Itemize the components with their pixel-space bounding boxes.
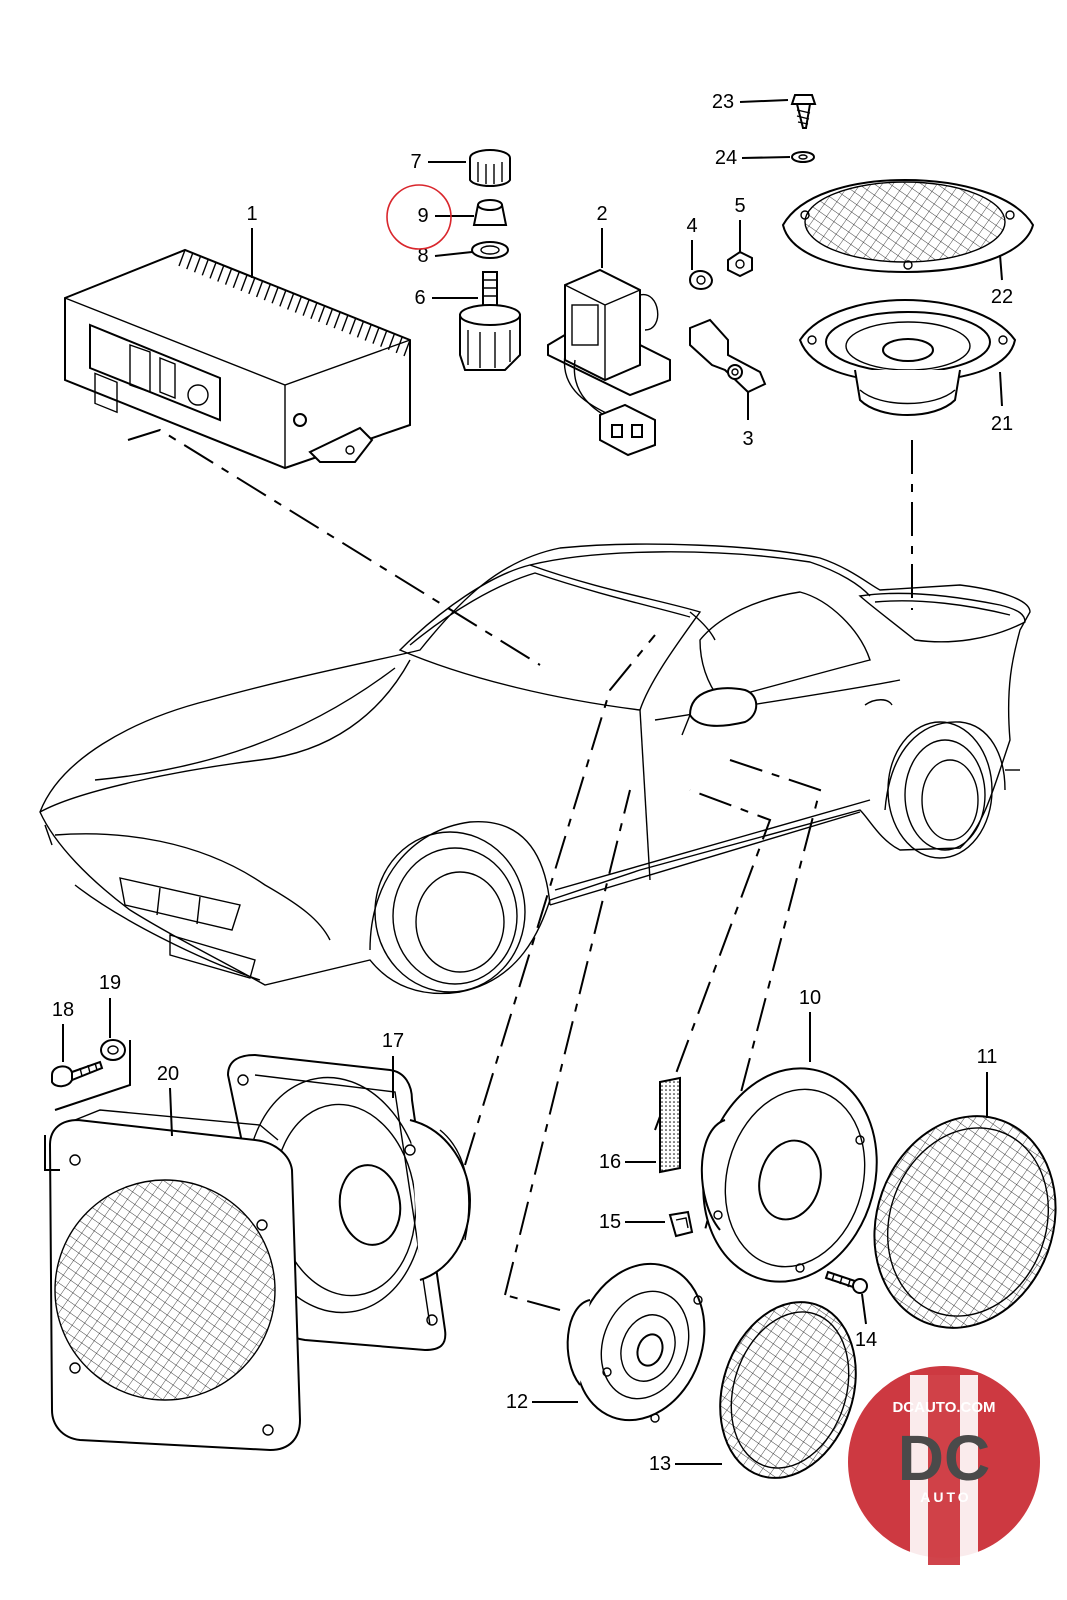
callout-label-13: 13: [649, 1453, 671, 1475]
callout-label-2: 2: [596, 203, 607, 225]
callout-label-14: 14: [855, 1329, 877, 1351]
callout-leader-22: [999, 254, 1003, 281]
amplifier-fin: [263, 283, 272, 301]
knob-cap: [469, 149, 511, 187]
callout-leader-24: [741, 156, 791, 159]
amplifier-fin: [209, 262, 217, 279]
amplifier-fin: [178, 249, 186, 267]
callout-label-21: 21: [991, 413, 1013, 435]
potentiometer: [459, 271, 521, 371]
callout-label-7: 7: [410, 151, 421, 173]
amplifier-fin: [341, 314, 349, 332]
callout-leader-14: [861, 1293, 867, 1325]
callout-label-1: 1: [246, 203, 257, 225]
dcauto-watermark: DCAUTO.COM DC AUTO: [841, 1359, 1047, 1565]
door-grille-large: [44, 1040, 302, 1452]
callout-label-6: 6: [414, 287, 425, 309]
hex-nut: [727, 250, 753, 278]
watermark-site: DCAUTO.COM: [892, 1399, 995, 1416]
amplifier-fin: [364, 324, 372, 341]
callout-label-10: 10: [799, 987, 821, 1009]
knob-ring: [471, 241, 509, 259]
callout-label-19: 19: [99, 972, 121, 994]
highlight-ring: [386, 184, 452, 250]
amplifier-unit: [64, 248, 411, 470]
transformer: [547, 268, 671, 457]
amplifier-fin: [240, 274, 248, 292]
callout-leader-20: [169, 1087, 173, 1137]
amplifier-fin: [403, 339, 411, 357]
rear-washer: [791, 151, 815, 163]
amplifier-fin: [186, 252, 194, 270]
callout-label-8: 8: [417, 245, 428, 267]
leader-lines: [127, 428, 913, 1311]
callout-leader-21: [999, 371, 1003, 407]
speaker-screw: [824, 1270, 868, 1294]
rear-speaker: [798, 298, 1017, 416]
amplifier-fin: [395, 336, 403, 354]
amplifier-fin: [317, 305, 326, 323]
callout-label-23: 23: [712, 91, 734, 113]
amplifier-fin: [217, 265, 225, 282]
amplifier-fin: [193, 255, 202, 273]
spring-clip: [688, 270, 714, 290]
speaker-clip: [668, 1210, 694, 1238]
callout-label-11: 11: [977, 1046, 998, 1068]
watermark-word: AUTO: [920, 1489, 971, 1505]
tweeter: [566, 1262, 706, 1423]
amplifier-fin: [333, 311, 341, 329]
knob-insert: [472, 199, 508, 226]
callout-label-24: 24: [715, 147, 737, 169]
amplifier-fin: [356, 321, 365, 338]
callout-label-12: 12: [506, 1391, 528, 1413]
amplifier-fin: [372, 327, 380, 344]
callout-leader-8: [434, 251, 473, 257]
callout-label-16: 16: [599, 1151, 621, 1173]
grille-washer: [100, 1039, 126, 1061]
amplifier-fin: [255, 280, 264, 298]
amplifier-fin: [286, 293, 295, 310]
callout-label-4: 4: [686, 215, 697, 237]
door-speaker-mid: [700, 1067, 878, 1283]
callout-label-17: 17: [382, 1030, 404, 1052]
amplifier-fin: [232, 271, 240, 288]
amplifier-fin: [349, 318, 357, 335]
callout-leader-23: [739, 99, 789, 103]
amplifier-fin: [310, 302, 318, 320]
callout-label-22: 22: [991, 286, 1013, 308]
callout-label-20: 20: [157, 1063, 179, 1085]
amplifier-fin: [201, 259, 209, 276]
car-outline: [39, 543, 1031, 995]
callout-label-15: 15: [599, 1211, 621, 1233]
amplifier-fin: [325, 308, 334, 326]
callout-label-3: 3: [742, 428, 753, 450]
amplifier-fin: [294, 296, 303, 313]
amplifier-fin: [224, 268, 233, 285]
amplifier-fin: [279, 290, 287, 307]
amplifier-fin: [380, 330, 388, 347]
callout-label-5: 5: [734, 195, 745, 217]
door-grille-mid: [870, 1110, 1060, 1340]
foam-strip: [659, 1076, 681, 1174]
rear-screw: [790, 94, 817, 129]
callout-label-18: 18: [52, 999, 74, 1021]
amplifier-fin: [302, 299, 310, 316]
grille-screw: [51, 1060, 104, 1088]
watermark-letters: DC: [898, 1422, 990, 1494]
rear-grille: [781, 178, 1035, 274]
amplifier-fin: [387, 333, 396, 351]
mounting-bracket: [689, 318, 767, 394]
amplifier-fin: [248, 277, 256, 295]
callout-label-9: 9: [417, 205, 428, 227]
amplifier-fin: [271, 286, 279, 304]
